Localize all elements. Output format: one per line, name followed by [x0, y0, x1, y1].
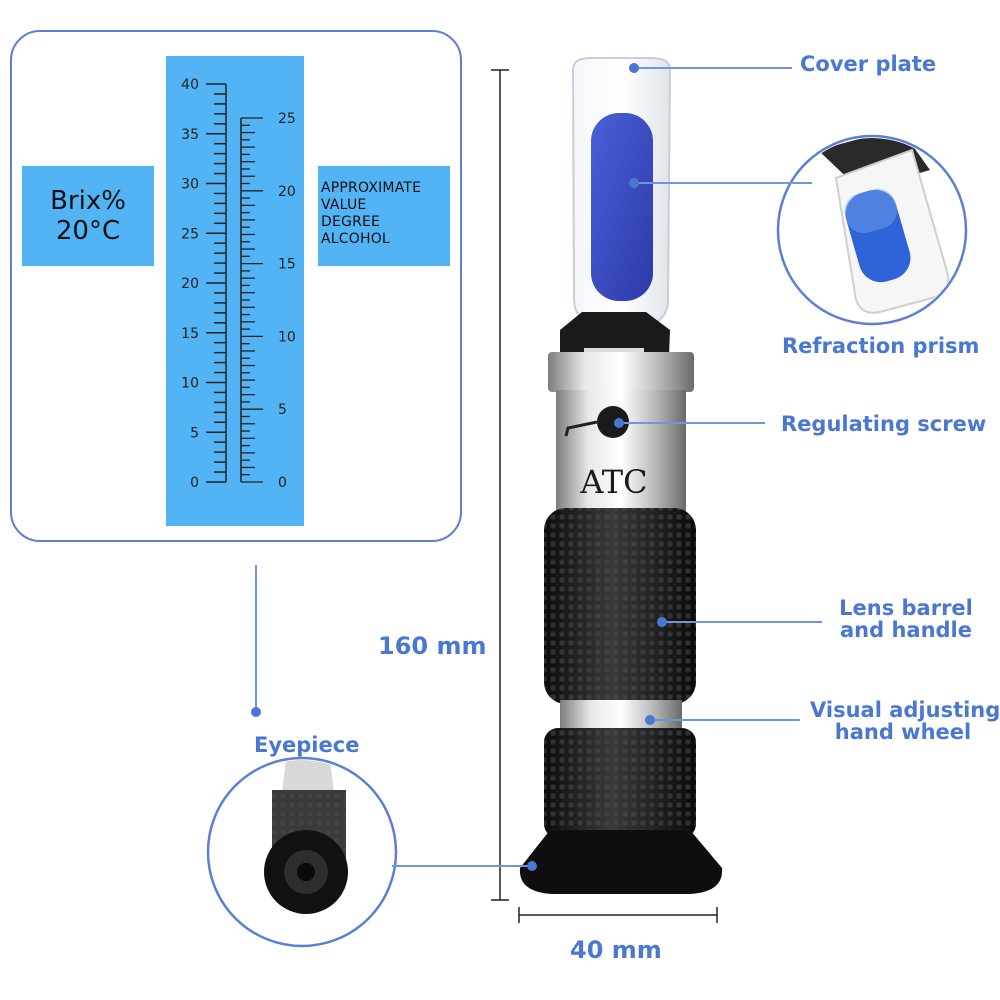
chrome-collar: [548, 352, 694, 392]
brix-temperature: 20°C: [55, 216, 121, 246]
brix-label-box: Brix% 20°C: [22, 166, 154, 266]
alcohol-line-4: ALCOHOL: [321, 231, 390, 247]
scale-panel: [10, 30, 462, 542]
brix-unit: Brix%: [50, 186, 126, 216]
visual-adjust-label: Visual adjusting hand wheel: [810, 698, 1000, 744]
width-dimension-line: [518, 907, 718, 923]
alcohol-line-1: APPROXIMATE: [321, 180, 422, 196]
lens-barrel-line-1: Lens barrel: [839, 596, 973, 620]
eyepiece-label: Eyepiece: [254, 733, 360, 757]
refractometer-body: ATC: [519, 57, 723, 894]
regulating-screw: [597, 406, 629, 438]
eyecup: [519, 830, 723, 894]
eyepiece-closeup: [206, 756, 398, 948]
alcohol-tick-label: 5: [278, 402, 287, 418]
lens-barrel-label: Lens barrel and handle: [838, 597, 974, 641]
alcohol-label-box: APPROXIMATE VALUE DEGREE ALCOHOL: [318, 166, 450, 266]
alcohol-line-3: DEGREE: [321, 214, 381, 230]
alcohol-tick-label: 10: [278, 329, 296, 345]
brix-tick-label: 5: [190, 425, 199, 441]
alcohol-tick-label: 0: [278, 475, 287, 491]
brix-tick-label: 10: [181, 376, 199, 392]
alcohol-tick-label: 25: [278, 111, 296, 127]
visual-adjust-line-2: hand wheel: [834, 720, 972, 744]
refraction-prism-label: Refraction prism: [782, 334, 980, 358]
alcohol-line-2: VALUE: [321, 197, 367, 213]
alcohol-tick-label: 20: [278, 184, 296, 200]
brix-tick-label: 35: [181, 127, 199, 143]
height-dimension-label: 160 mm: [378, 632, 487, 660]
brix-tick-label: 40: [181, 77, 199, 93]
brix-tick-label: 15: [181, 326, 199, 342]
prism-closeup: [776, 134, 968, 326]
prism: [591, 113, 653, 301]
brix-tick-label: 20: [181, 276, 199, 292]
alcohol-tick-label: 15: [278, 257, 296, 273]
brix-tick-label: 30: [181, 177, 199, 193]
height-dimension-line: [491, 69, 509, 901]
regulating-screw-label: Regulating screw: [781, 412, 987, 436]
width-dimension-label: 40 mm: [570, 936, 662, 964]
atc-label: ATC: [579, 463, 647, 501]
cover-plate-label: Cover plate: [800, 52, 937, 76]
callout-dots: [251, 63, 667, 871]
callout-lines: [255, 67, 822, 867]
visual-adjust-line-1: Visual adjusting: [810, 698, 1000, 722]
scale-background: [166, 56, 304, 526]
scale-ticks: 40 35 30 25 20 15 10 5 0 25 20 15 10 5 0: [181, 77, 296, 491]
brix-tick-label: 0: [190, 475, 199, 491]
brix-tick-label: 25: [181, 226, 199, 242]
lens-barrel-line-2: and handle: [839, 618, 972, 642]
